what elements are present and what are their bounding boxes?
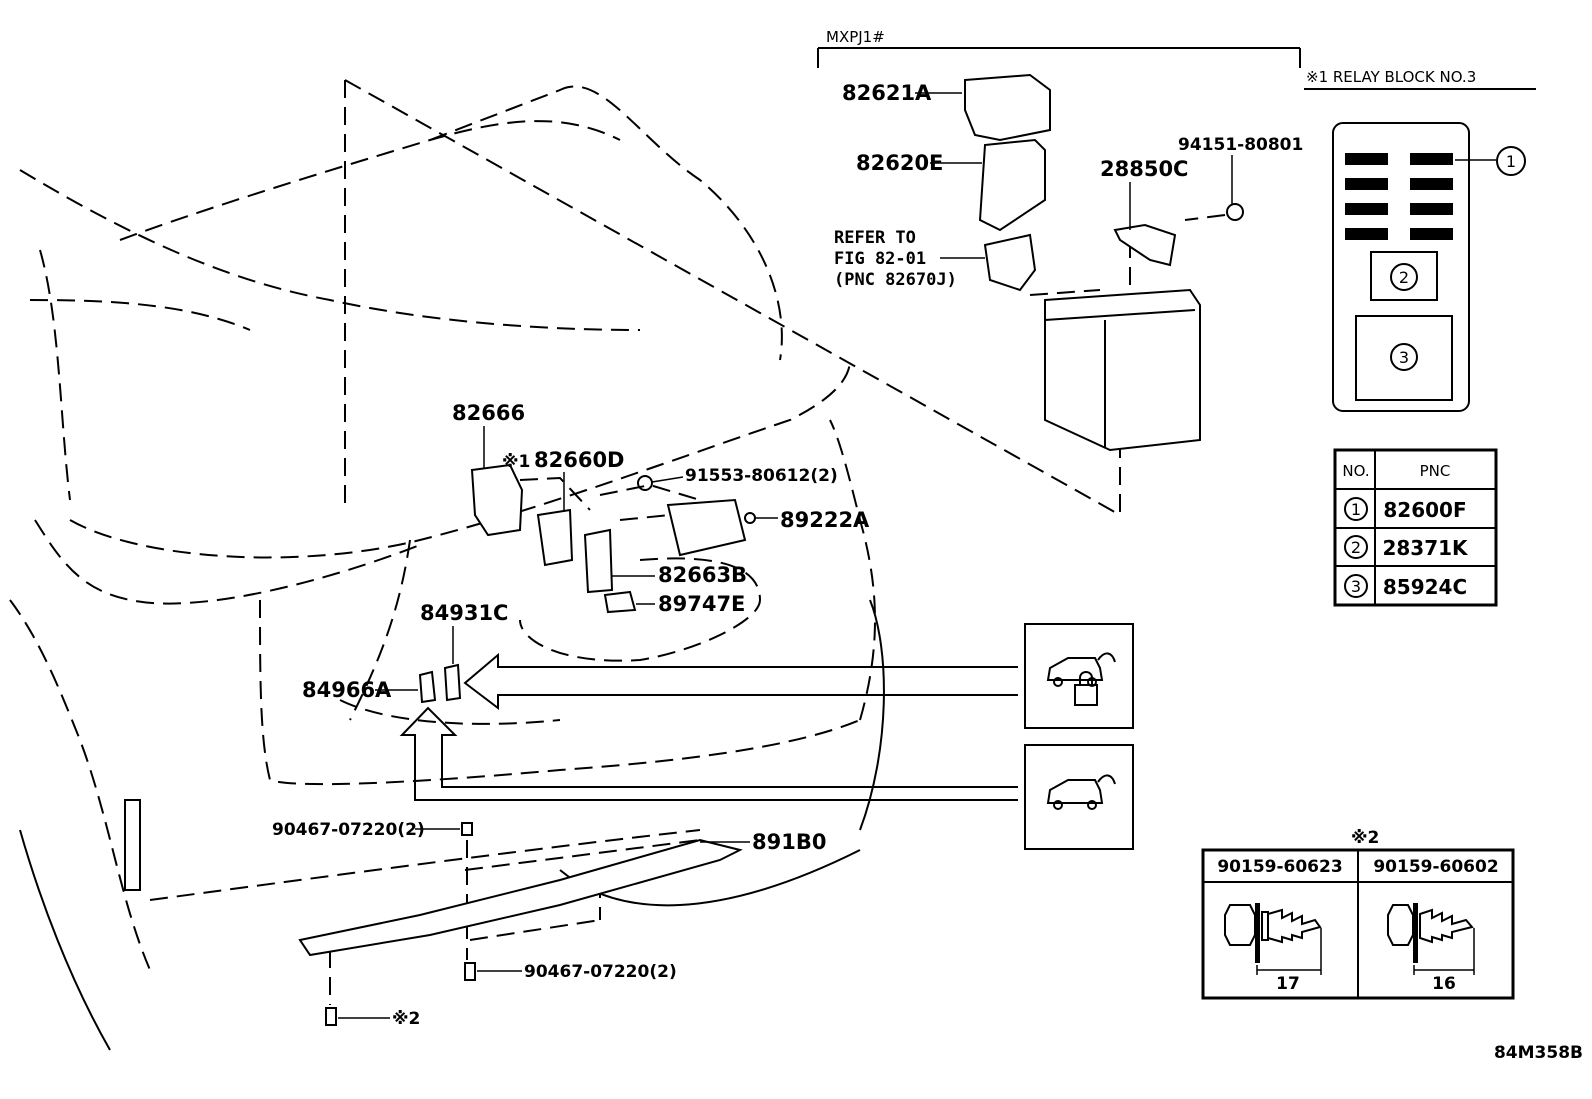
screw-1-icon (1224, 903, 1322, 975)
part-90467-07220-lower: 90467-07220(2) (524, 962, 677, 982)
part-89747E: 89747E (658, 592, 745, 616)
vehicle-icon (1024, 744, 1134, 850)
relay-block-legend: ※1 RELAY BLOCK NO.3 1 2 3 (1304, 68, 1536, 412)
table-row-2-pnc: 28371K (1382, 536, 1469, 560)
part-891B0: 891B0 (752, 830, 826, 854)
fastener-2-dim: 16 (1432, 974, 1456, 994)
fastener-1-dim: 17 (1276, 974, 1300, 994)
table-header-no: NO. (1342, 462, 1369, 480)
table-row-1-pnc: 82600F (1383, 498, 1466, 522)
relay-block-parts (964, 73, 1244, 452)
part-90467-07220-upper: 90467-07220(2) (272, 820, 425, 840)
vehicle-body-outline (9, 79, 1226, 1051)
model-bracket: MXPJ1# (817, 28, 1301, 68)
center-components (298, 463, 756, 1026)
refer-line-3: (PNC 82670J) (834, 270, 957, 290)
callout-1: 1 (1506, 152, 1516, 171)
part-84931C: 84931C (420, 601, 508, 625)
fastener-1-part: 90159-60623 (1217, 857, 1342, 877)
vehicle-locked-icon (1024, 623, 1134, 729)
pointer-arrows (399, 652, 1018, 801)
screw-2-icon (1387, 903, 1475, 975)
callout-3: 3 (1399, 348, 1409, 367)
relay-pnc-table: NO. PNC 1 82600F 2 28371K 3 85924C (1333, 448, 1498, 607)
fastener-2-part: 90159-60602 (1373, 857, 1498, 877)
table-header-pnc: PNC (1420, 462, 1451, 480)
part-82666: 82666 (452, 401, 525, 425)
refer-line-2: FIG 82-01 (834, 249, 926, 269)
part-82620E: 82620E (856, 151, 943, 175)
relay-block-title: ※1 RELAY BLOCK NO.3 (1306, 68, 1476, 86)
part-82660D: 82660D (534, 448, 625, 472)
callout-2: 2 (1399, 268, 1409, 287)
refer-line-1: REFER TO (834, 228, 916, 248)
table-row-1-no: 1 (1351, 500, 1361, 519)
model-label: MXPJ1# (826, 28, 885, 46)
part-91553-80612: 91553-80612(2) (685, 466, 838, 486)
note-2: ※2 (392, 1009, 420, 1029)
fastener-table: ※2 90159-60623 90159-60602 17 16 (1201, 828, 1515, 1000)
part-89222A: 89222A (780, 508, 870, 532)
part-28850C: 28850C (1100, 157, 1188, 181)
fastener-table-title: ※2 (1351, 828, 1379, 848)
table-row-3-pnc: 85924C (1383, 575, 1467, 599)
figure-code: 84M358B (1494, 1043, 1583, 1063)
table-row-3-no: 3 (1351, 577, 1361, 596)
table-row-2-no: 2 (1351, 538, 1361, 557)
part-94151-80801: 94151-80801 (1178, 135, 1303, 155)
part-82663B: 82663B (658, 563, 747, 587)
note-1: ※1 (502, 452, 530, 472)
